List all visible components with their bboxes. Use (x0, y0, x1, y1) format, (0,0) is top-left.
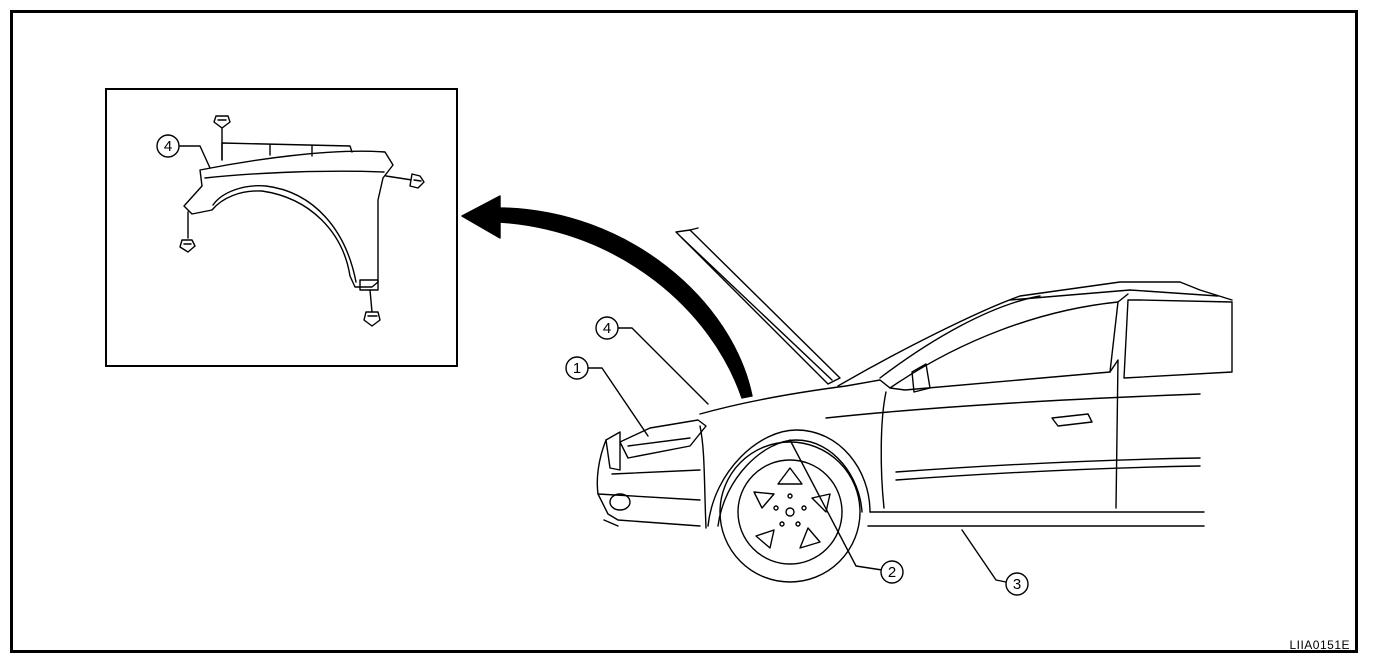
bolt-top (213, 115, 231, 129)
detail-arrow (461, 195, 753, 399)
callout-1-label: 1 (573, 360, 581, 377)
bolt-right (409, 173, 425, 189)
callout-4-inset (156, 134, 180, 158)
callout-1 (565, 356, 589, 380)
callout-4 (595, 316, 619, 340)
callout-2 (880, 560, 904, 584)
callout-3-label: 3 (1013, 576, 1021, 593)
callout-4-label: 4 (603, 320, 611, 337)
diagram-frame (10, 10, 1358, 653)
figure-reference-code: LIIA0151E (1289, 638, 1350, 652)
car-drawing (596, 227, 1233, 583)
bolt-bottom (363, 311, 381, 327)
fender-part-drawing (183, 124, 413, 313)
callout-3 (1005, 572, 1029, 596)
callout-2-label: 2 (888, 564, 896, 581)
callout-4-inset-label: 4 (164, 138, 172, 155)
bolt-left (179, 239, 196, 253)
fender-detail-inset (105, 88, 458, 367)
